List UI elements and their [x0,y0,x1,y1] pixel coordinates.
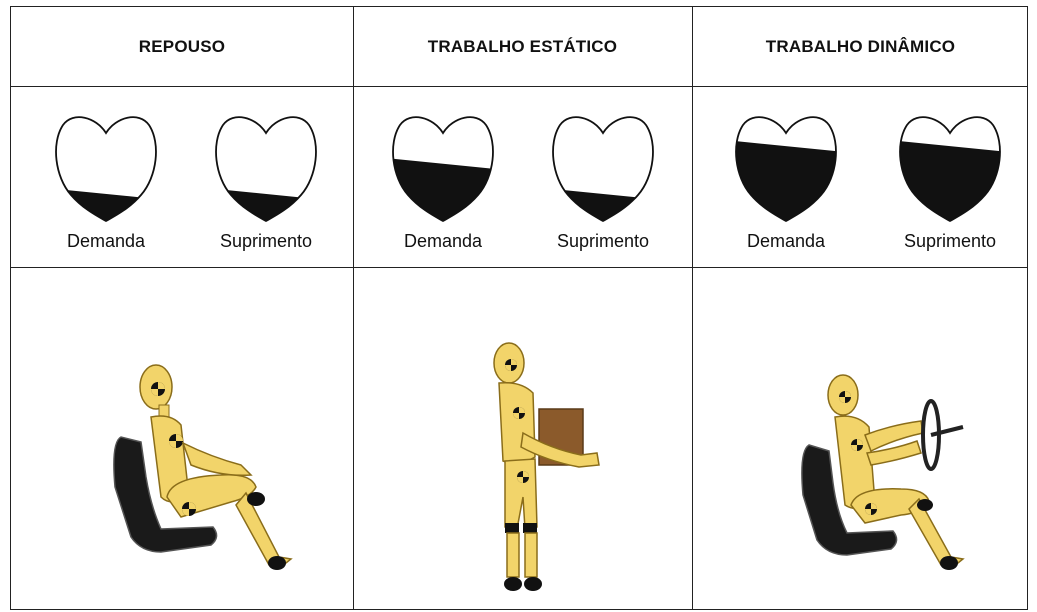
seat-icon [801,444,898,556]
supply-label: Suprimento [556,231,650,251]
heart-icon [735,116,837,223]
row-divider [11,267,1027,268]
demand-label: Demanda [66,231,146,251]
supply-label: Suprimento [219,231,313,251]
supply-label: Suprimento [903,231,997,251]
heart-icon [552,116,654,223]
crash-dummy-icon [801,374,965,570]
heart-icon [55,116,157,223]
steering-wheel-icon [921,399,964,471]
heart-icon [899,116,1001,223]
crash-dummy-icon [493,342,600,591]
seat-icon [113,436,218,553]
column-divider [353,7,354,609]
column-divider [692,7,693,609]
header-trabalho-dinamico: TRABALHO DINÂMICO [765,36,956,56]
demand-label: Demanda [746,231,826,251]
header-trabalho-estatico: TRABALHO ESTÁTICO [427,36,618,56]
comparison-table: REPOUSO TRABALHO ESTÁTICO TRABALHO DINÂM… [10,6,1028,610]
heart-icon [215,116,317,223]
header-repouso: REPOUSO [138,36,226,56]
demand-label: Demanda [403,231,483,251]
row-divider [11,86,1027,87]
heart-icon [392,116,494,223]
crash-dummy-icon [113,364,293,570]
